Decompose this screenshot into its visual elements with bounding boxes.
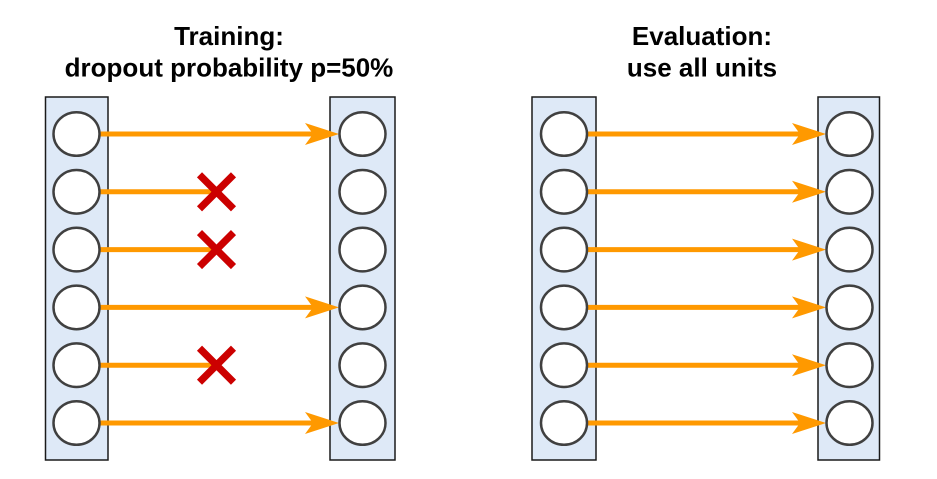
evaluation-arrowhead-icon <box>792 123 826 145</box>
training-unit-circle-in-5 <box>52 342 101 389</box>
training-unit-circle-in-3 <box>52 226 101 273</box>
training-unit-circle-out-4 <box>338 284 387 331</box>
training-input-layer <box>44 96 109 461</box>
evaluation-title-line1: Evaluation: <box>632 21 772 51</box>
training-unit-circle-out-2 <box>338 168 387 215</box>
training-arrowhead-icon <box>305 296 339 319</box>
evaluation-unit-circle-out-6 <box>825 399 874 447</box>
evaluation-input-layer <box>531 96 597 461</box>
diagram-root <box>44 96 881 461</box>
training-title-line1: Training: <box>174 21 284 51</box>
evaluation-output-layer <box>817 96 881 461</box>
evaluation-arrowhead-icon <box>792 180 826 203</box>
training-arrowhead-icon <box>305 123 339 145</box>
evaluation-title-line2: use all units <box>627 53 777 83</box>
training-unit-circle-out-3 <box>338 226 387 273</box>
evaluation-unit-circle-out-2 <box>825 168 874 215</box>
evaluation-unit-circle-out-4 <box>825 284 874 331</box>
evaluation-arrowhead-icon <box>792 296 826 319</box>
training-unit-circle-in-4 <box>52 284 101 331</box>
evaluation-unit-circle-in-5 <box>539 342 589 389</box>
training-title-line2: dropout probability p=50% <box>65 53 394 83</box>
evaluation-unit-circle-out-3 <box>825 226 874 273</box>
evaluation-unit-circle-in-4 <box>539 284 589 331</box>
evaluation-unit-circle-in-1 <box>539 110 589 158</box>
training-dropped-x-icon <box>196 345 237 385</box>
evaluation-arrowhead-icon <box>792 354 826 377</box>
training-dropped-x-icon <box>196 172 237 212</box>
training-unit-circle-out-5 <box>338 342 387 389</box>
evaluation-arrowhead-icon <box>792 412 826 434</box>
training-unit-circle-in-2 <box>52 168 101 215</box>
evaluation-unit-circle-out-1 <box>825 110 874 158</box>
evaluation-unit-circle-in-3 <box>539 226 589 273</box>
evaluation-unit-circle-out-5 <box>825 342 874 389</box>
training-unit-circle-in-6 <box>52 399 101 447</box>
evaluation-unit-circle-in-2 <box>539 168 589 215</box>
evaluation-arrowhead-icon <box>792 238 826 261</box>
training-output-layer <box>329 96 396 461</box>
training-unit-circle-out-6 <box>338 399 387 447</box>
evaluation-unit-circle-in-6 <box>539 399 589 447</box>
training-unit-circle-in-1 <box>52 110 101 158</box>
training-dropped-x-icon <box>196 230 237 270</box>
training-arrowhead-icon <box>305 412 339 434</box>
training-unit-circle-out-1 <box>338 110 387 158</box>
